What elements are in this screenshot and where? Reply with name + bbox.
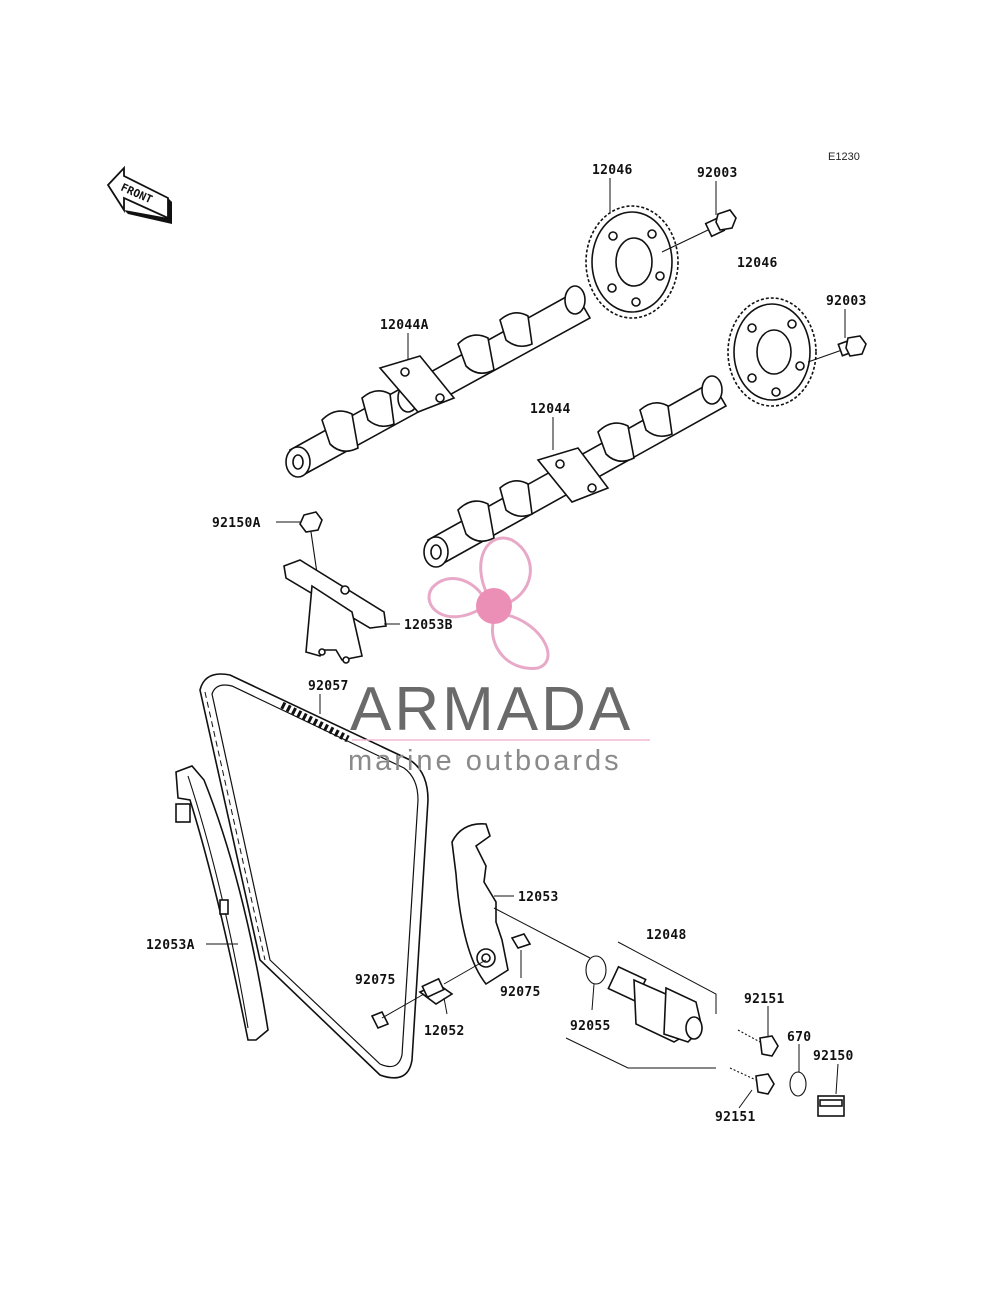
callout-12053a: 12053A: [146, 938, 195, 953]
oring-92055: [585, 955, 607, 985]
callout-92150a: 92150A: [212, 516, 261, 531]
callout-670: 670: [787, 1030, 811, 1045]
callout-92075-left: 92075: [355, 973, 396, 988]
camshaft-intake: [423, 375, 728, 568]
callout-12053: 12053: [518, 890, 559, 905]
washer-670: [789, 1071, 807, 1097]
cam-sprocket-right: [727, 297, 817, 407]
callout-92055: 92055: [570, 1019, 611, 1034]
chain-guide-rear: [451, 823, 509, 986]
tensioner-bolt-bottom: [729, 1067, 775, 1095]
watermark: ARMADA marine outboards: [348, 536, 650, 777]
front-arrow-icon: FRONT: [106, 165, 172, 224]
damper-left: [370, 1010, 390, 1030]
callout-12053b: 12053B: [404, 618, 453, 633]
diagram-code: E1230: [828, 151, 860, 163]
callout-92057: 92057: [308, 679, 349, 694]
camshaft-exhaust: [285, 285, 592, 478]
callout-92003-top: 92003: [697, 166, 738, 181]
callout-12046-right: 12046: [737, 256, 778, 271]
callout-92151-bottom: 92151: [715, 1110, 756, 1125]
plug-bolt-92150: [817, 1095, 845, 1117]
callout-92151-top: 92151: [744, 992, 785, 1007]
callout-12052: 12052: [424, 1024, 465, 1039]
watermark-brand: ARMADA: [350, 675, 633, 744]
cam-chain: [199, 673, 429, 1079]
chain-guide-upper: [283, 559, 387, 664]
cam-sprocket-top: [585, 205, 679, 319]
callout-92075-right: 92075: [500, 985, 541, 1000]
callout-92003-right: 92003: [826, 294, 867, 309]
callout-12044: 12044: [530, 402, 571, 417]
chain-tensioner: [607, 965, 703, 1043]
propeller-logo-icon: [427, 536, 550, 670]
cam-sprocket-bolt-right: [837, 335, 867, 357]
cam-sprocket-bolt-top: [704, 209, 737, 238]
watermark-tagline: marine outboards: [348, 745, 622, 777]
chain-guide-front: [175, 765, 269, 1041]
callout-92150: 92150: [813, 1049, 854, 1064]
damper-right: [510, 933, 532, 949]
callout-12048: 12048: [646, 928, 687, 943]
callout-12046-top: 12046: [592, 163, 633, 178]
tensioner-bolt-top: [737, 1029, 779, 1057]
callout-12044a: 12044A: [380, 318, 429, 333]
